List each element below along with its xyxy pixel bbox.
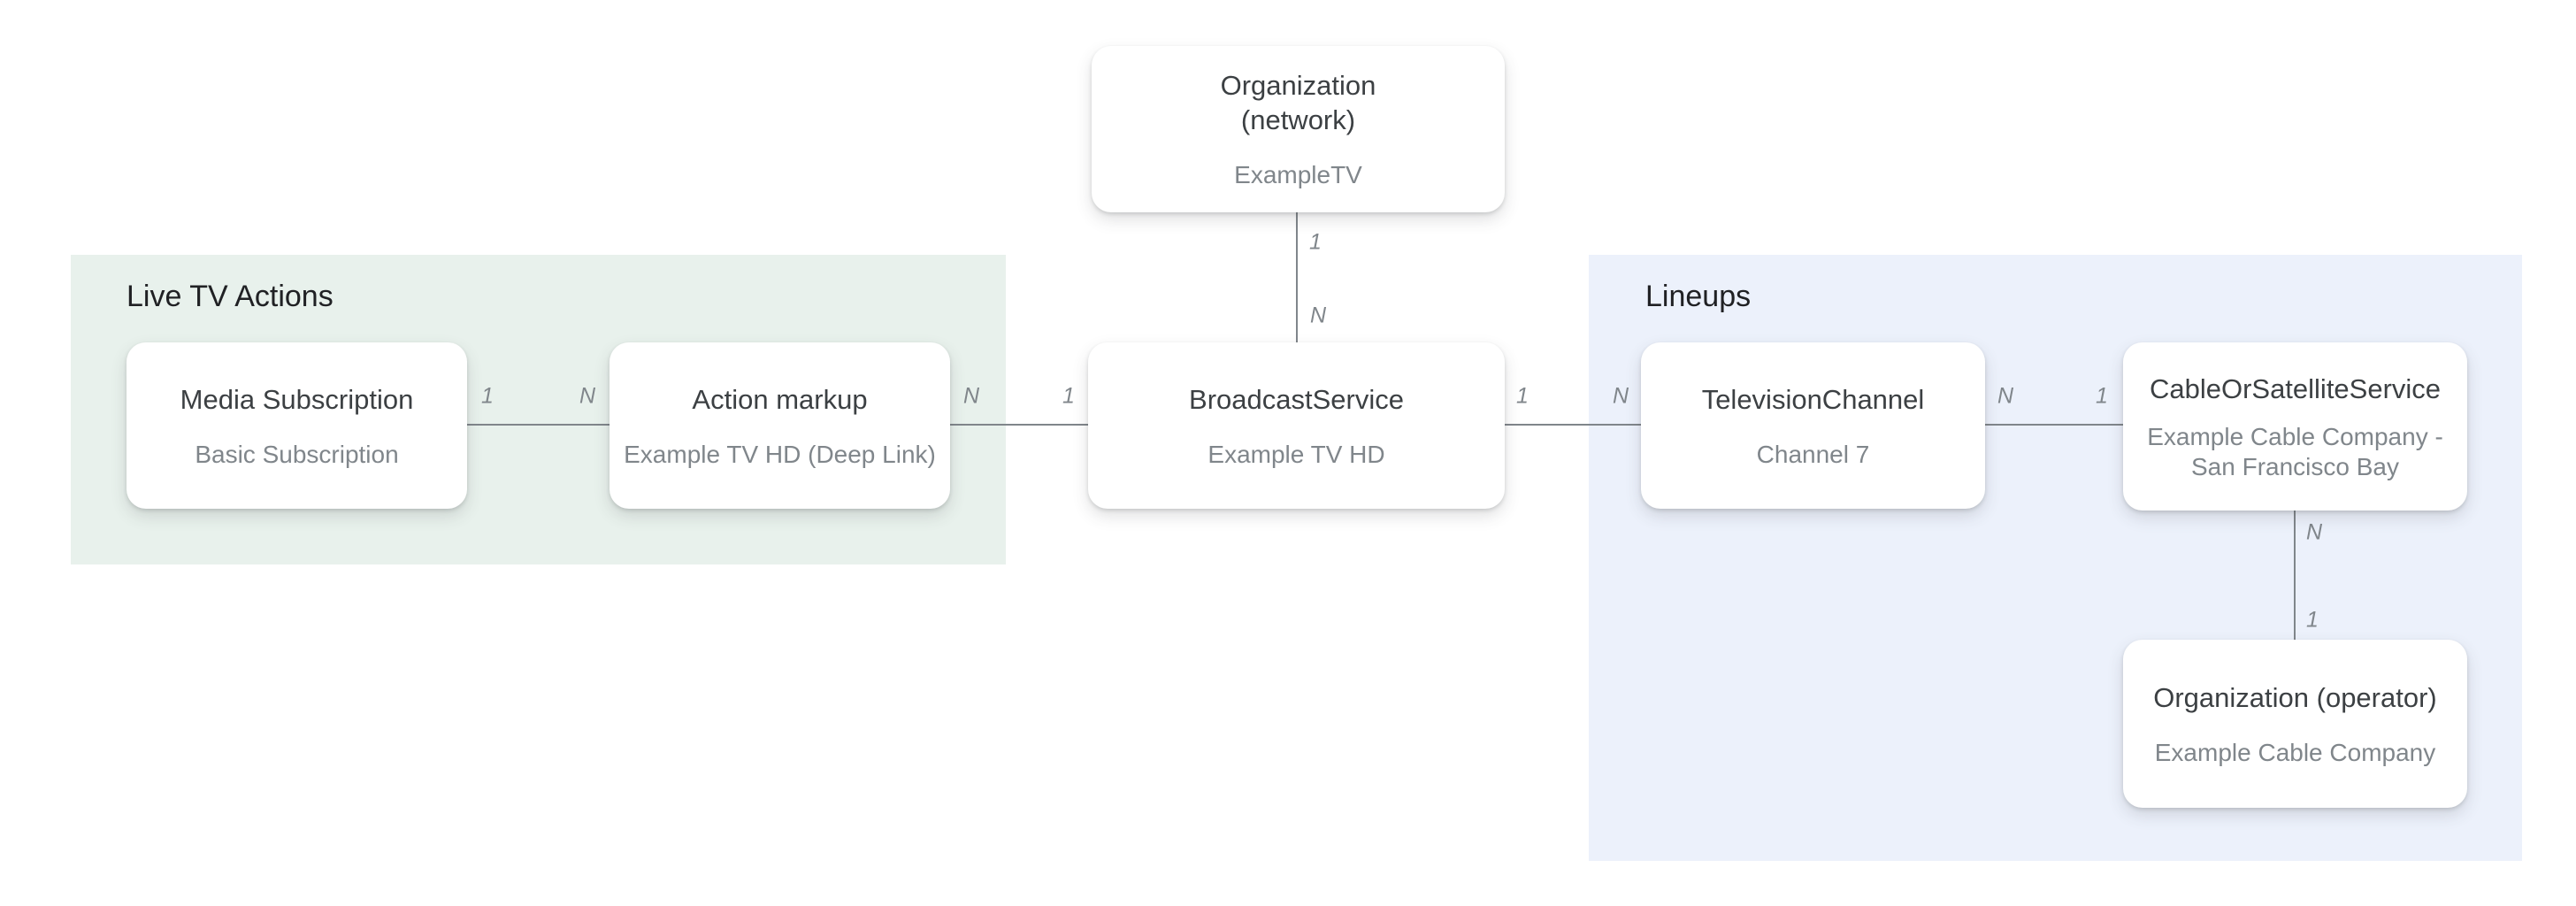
node-subtitle: Example Cable Company - San Francisco Ba…	[2147, 422, 2443, 480]
node-title: TelevisionChannel	[1701, 383, 1925, 415]
region-label-lineups: Lineups	[1645, 280, 1752, 313]
node-subtitle: Example TV HD	[1208, 440, 1385, 468]
node-cable-or-satellite-service: CableOrSatelliteService Example Cable Co…	[2123, 342, 2467, 511]
node-subtitle: Channel 7	[1756, 440, 1870, 468]
node-media-subscription: Media Subscription Basic Subscription	[126, 342, 467, 509]
edge-action-markup-broadcast-service	[950, 424, 1088, 426]
node-subtitle: Example Cable Company	[2154, 738, 2436, 766]
cardinality-label: 1	[2306, 607, 2319, 633]
cardinality-label: 1	[1516, 383, 1529, 409]
node-title: Media Subscription	[180, 383, 414, 415]
cardinality-label: 1	[1062, 383, 1075, 409]
node-action-markup: Action markup Example TV HD (Deep Link)	[610, 342, 950, 509]
edge-organization-network-broadcast-service	[1296, 212, 1298, 342]
cardinality-label: 1	[2096, 383, 2108, 409]
edge-media-subscription-action-markup	[467, 424, 610, 426]
node-title: Organization (network)	[1220, 70, 1376, 135]
node-title: CableOrSatelliteService	[2149, 372, 2442, 404]
edge-cable-service-organization-operator	[2294, 511, 2296, 640]
node-title: BroadcastService	[1189, 383, 1404, 415]
node-organization-network: Organization (network) ExampleTV	[1092, 46, 1505, 212]
cardinality-label: N	[962, 383, 980, 409]
cardinality-label: N	[1997, 383, 2014, 409]
node-organization-operator: Organization (operator) Example Cable Co…	[2123, 640, 2467, 808]
edge-television-channel-cable-service	[1985, 424, 2123, 426]
node-title: Organization (operator)	[2153, 681, 2437, 713]
node-subtitle: Example TV HD (Deep Link)	[624, 440, 936, 468]
cardinality-label: 1	[1309, 229, 1322, 255]
node-television-channel: TelevisionChannel Channel 7	[1641, 342, 1985, 509]
cardinality-label: N	[1612, 383, 1629, 409]
cardinality-label: N	[1309, 303, 1327, 328]
edge-broadcast-service-television-channel	[1505, 424, 1641, 426]
node-broadcast-service: BroadcastService Example TV HD	[1088, 342, 1505, 509]
cardinality-label: N	[2305, 519, 2323, 545]
node-subtitle: ExampleTV	[1234, 161, 1362, 188]
node-subtitle: Basic Subscription	[195, 440, 399, 468]
cardinality-label: N	[579, 383, 596, 409]
cardinality-label: 1	[481, 383, 494, 409]
node-title: Action markup	[692, 383, 868, 415]
region-label-live-tv-actions: Live TV Actions	[126, 280, 334, 313]
